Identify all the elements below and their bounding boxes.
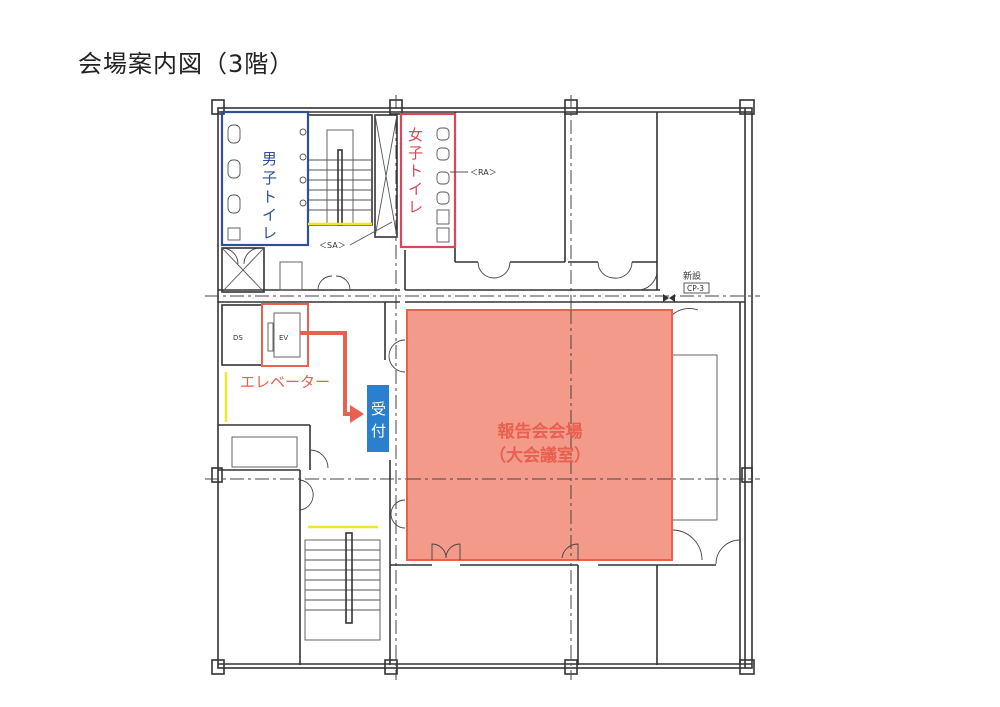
svg-text:ト: ト bbox=[408, 162, 423, 180]
svg-text:イ: イ bbox=[262, 206, 277, 224]
ev-label: EV bbox=[279, 334, 288, 342]
page-title: 会場案内図（3階） bbox=[78, 50, 295, 78]
svg-text:レ: レ bbox=[262, 224, 277, 242]
ds-label: DS bbox=[233, 334, 243, 342]
venue-subtitle: （大会議室） bbox=[489, 445, 591, 466]
venue-title: 報告会会場 bbox=[498, 421, 583, 442]
svg-text:イ: イ bbox=[408, 180, 423, 198]
stair-entrance-highlights bbox=[224, 222, 378, 529]
sa-label: ＜SA＞ bbox=[319, 241, 346, 250]
reception-desk bbox=[367, 385, 389, 452]
svg-text:男: 男 bbox=[262, 150, 277, 168]
womens-toilet-area bbox=[399, 112, 457, 249]
svg-text:子: 子 bbox=[262, 169, 277, 187]
elevator-label: エレベーター bbox=[240, 373, 330, 391]
womens-toilet-label: 女 子 ト イ レ bbox=[408, 126, 423, 216]
venue-hall bbox=[406, 309, 673, 561]
svg-text:付: 付 bbox=[371, 422, 386, 440]
svg-text:レ: レ bbox=[408, 198, 423, 216]
svg-text:女: 女 bbox=[408, 126, 423, 144]
reception-label: 受 付 bbox=[371, 400, 386, 440]
ra-label: ＜RA＞ bbox=[470, 168, 497, 177]
mens-toilet-label: 男 子 ト イ レ bbox=[262, 150, 277, 242]
route-arrow bbox=[300, 331, 364, 423]
new-install-label: 新設 bbox=[683, 270, 701, 282]
cp-label: CP-3 bbox=[687, 284, 704, 293]
svg-text:子: 子 bbox=[408, 144, 423, 162]
valve-icon bbox=[663, 294, 675, 302]
mens-toilet-area bbox=[220, 110, 310, 247]
svg-text:受: 受 bbox=[371, 400, 386, 418]
svg-text:ト: ト bbox=[262, 188, 277, 206]
